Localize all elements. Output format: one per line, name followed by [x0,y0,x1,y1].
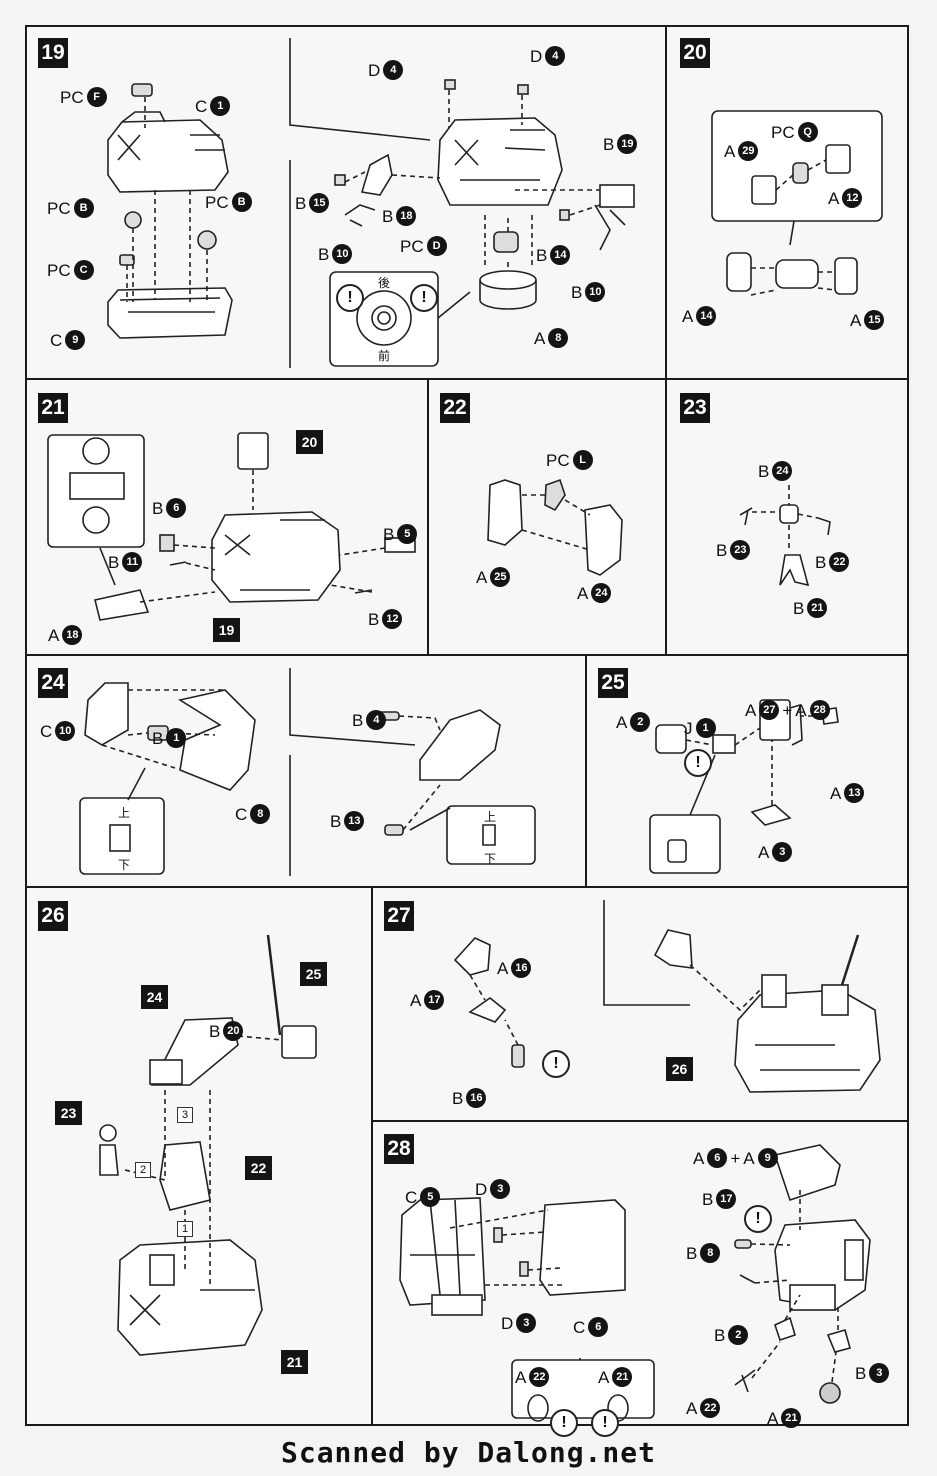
label-up: 上 [118,806,131,820]
step-number-25: 25 [598,668,628,698]
caution-icon: ! [591,1409,619,1437]
step-number-19: 19 [38,38,68,68]
label-down: 下 [484,852,497,866]
caution-icon: ! [550,1409,578,1437]
step-number-26: 26 [38,901,68,931]
step-number-24: 24 [38,668,68,698]
caution-icon: ! [542,1050,570,1078]
step-number-20: 20 [680,38,710,68]
order-step-1: 1 [177,1221,193,1237]
subassembly-20: 20 [296,430,323,454]
subassembly-25: 25 [300,962,327,986]
subassembly-26: 26 [666,1057,693,1081]
step-number-27: 27 [384,901,414,931]
subassembly-21: 21 [281,1350,308,1374]
subassembly-19: 19 [213,618,240,642]
step-number-28: 28 [384,1134,414,1164]
order-step-2: 2 [135,1162,151,1178]
label-down: 下 [118,858,131,872]
caution-icon: ! [336,284,364,312]
caution-icon: ! [684,749,712,777]
caution-icon: ! [410,284,438,312]
label-up: 上 [484,810,497,824]
step-number-21: 21 [38,393,68,423]
panel-step-25 [585,654,909,888]
order-step-3: 3 [177,1107,193,1123]
subassembly-22: 22 [245,1156,272,1180]
label-back: 後 [378,276,391,290]
footer-credit: Scanned by Dalong.net [280,1436,656,1469]
label-front: 前 [378,349,391,363]
subassembly-24: 24 [141,985,168,1009]
step-number-23: 23 [680,393,710,423]
subassembly-23: 23 [55,1101,82,1125]
caution-icon: ! [744,1205,772,1233]
step-number-22: 22 [440,393,470,423]
